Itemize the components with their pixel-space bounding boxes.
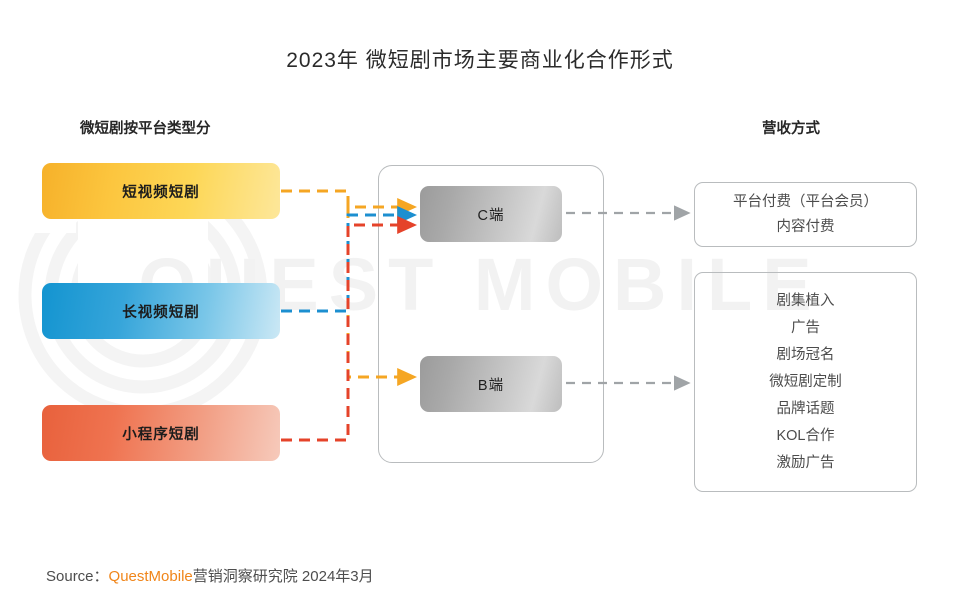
platform-pill-mini-program[interactable]: 小程序短剧 bbox=[42, 405, 280, 461]
page-title: 2023年 微短剧市场主要商业化合作形式 bbox=[286, 49, 674, 72]
platform-pill-label: 短视频短剧 bbox=[122, 184, 200, 201]
segment-card-c[interactable]: C端 bbox=[420, 186, 562, 242]
segment-card-label: B端 bbox=[477, 377, 505, 394]
revenue-line: KOL合作 bbox=[776, 427, 835, 444]
revenue-line: 剧场冠名 bbox=[776, 346, 835, 363]
revenue-line: 剧集植入 bbox=[776, 292, 835, 309]
source-brand: QuestMobile bbox=[108, 568, 193, 585]
revenue-line: 激励广告 bbox=[776, 454, 835, 471]
revenue-box-consumer[interactable]: 平台付费（平台会员） 内容付费 bbox=[694, 182, 917, 247]
left-column-header: 微短剧按平台类型分 bbox=[80, 121, 211, 137]
revenue-line: 广告 bbox=[791, 319, 820, 336]
revenue-line: 微短剧定制 bbox=[769, 373, 842, 390]
source-prefix: Source： bbox=[46, 568, 109, 585]
source-footer: Source：QuestMobile营销洞察研究院 2024年3月 bbox=[46, 565, 374, 586]
revenue-line: 内容付费 bbox=[776, 218, 835, 235]
segment-card-b[interactable]: B端 bbox=[420, 356, 562, 412]
right-column-header: 营收方式 bbox=[762, 121, 820, 137]
source-suffix: 营销洞察研究院 2024年3月 bbox=[192, 568, 374, 585]
platform-pill-short-video[interactable]: 短视频短剧 bbox=[42, 163, 280, 219]
revenue-box-business[interactable]: 剧集植入 广告 剧场冠名 微短剧定制 品牌话题 KOL合作 激励广告 bbox=[694, 272, 917, 492]
platform-pill-label: 小程序短剧 bbox=[122, 426, 200, 443]
segment-card-label: C端 bbox=[477, 207, 505, 224]
revenue-line: 品牌话题 bbox=[776, 400, 835, 417]
revenue-line: 平台付费（平台会员） bbox=[733, 193, 878, 210]
platform-pill-long-video[interactable]: 长视频短剧 bbox=[42, 283, 280, 339]
platform-pill-label: 长视频短剧 bbox=[122, 304, 200, 321]
